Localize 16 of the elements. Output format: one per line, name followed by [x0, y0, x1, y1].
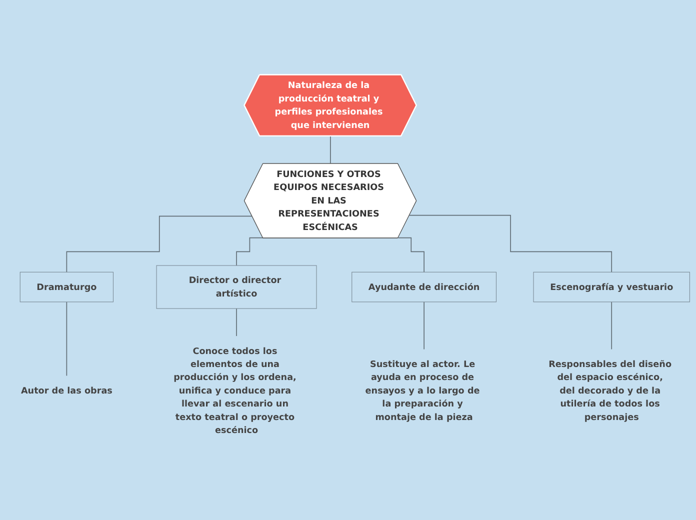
- connector: [611, 302, 612, 350]
- node-text: Conoce todos los elementos de una producción y los ordena, unifica y conduce para llevar al escenario un texto teatral o proyecto escénico: [174, 346, 296, 436]
- node-box: Ayudante de dirección: [352, 272, 497, 302]
- node-text: Responsables del diseño del espacio escénico, del decorado y de la utilería de todos los personajes: [548, 358, 672, 422]
- connector: [66, 216, 252, 273]
- connector: [66, 302, 68, 376]
- connector: [236, 308, 237, 337]
- node-box: Director o director artístico: [156, 265, 317, 309]
- connector: [330, 136, 331, 164]
- node-box: Dramaturgo: [20, 272, 114, 302]
- connector: [236, 237, 264, 266]
- connector: [398, 237, 424, 273]
- node-text: Autor de las obras: [20, 385, 112, 396]
- connector: [409, 214, 612, 273]
- node-box: Escenografía y vestuario: [533, 272, 690, 302]
- node-text: Sustituye al actor. Le ayuda en proceso de ensayos y a lo largo de la preparación y montaje de la pieza: [365, 358, 480, 422]
